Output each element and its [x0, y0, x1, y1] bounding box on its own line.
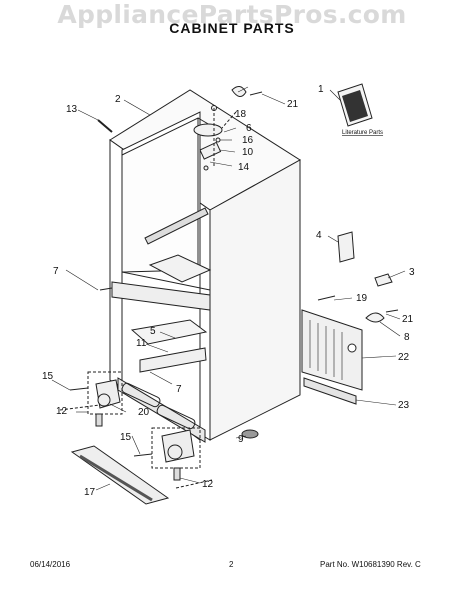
- rollers: [87, 371, 201, 469]
- callout-14: 14: [238, 162, 250, 173]
- callouts: 1 2 3 4 5 6 7 7 8 9 10 11 12 12 13 14 15…: [42, 84, 415, 498]
- callout-16: 16: [242, 135, 254, 146]
- cabinet: [109, 89, 301, 443]
- callout-23: 23: [398, 400, 410, 411]
- footer-date: 06/14/2016: [30, 560, 71, 569]
- callout-15a: 15: [42, 371, 54, 382]
- side-parts: [317, 231, 399, 323]
- callout-4: 4: [316, 230, 322, 241]
- screws: [59, 119, 259, 489]
- callout-21a: 21: [287, 99, 299, 110]
- callout-7a: 7: [53, 266, 59, 277]
- callout-11: 11: [136, 338, 147, 349]
- callout-15b: 15: [120, 432, 132, 443]
- callout-20: 20: [138, 407, 150, 418]
- machine-cover: [301, 309, 363, 405]
- callout-9: 9: [238, 434, 244, 445]
- footer-page: 2: [229, 560, 234, 569]
- callout-7b: 7: [176, 384, 182, 395]
- callout-21b: 21: [402, 314, 414, 325]
- callout-5: 5: [150, 326, 156, 337]
- callout-19: 19: [356, 293, 368, 304]
- toe-grille: [70, 445, 170, 505]
- watermark: AppliancePartsPros.com: [57, 0, 407, 29]
- callout-3: 3: [409, 267, 415, 278]
- leader-lines: [51, 86, 406, 491]
- footer-part-number: Part No. W10681390 Rev. C: [320, 560, 421, 569]
- callout-13: 13: [66, 104, 78, 115]
- callout-22: 22: [398, 352, 410, 363]
- callout-12b: 12: [202, 479, 214, 490]
- literature-label: Literature Parts: [342, 130, 383, 136]
- literature-parts: Literature Parts: [337, 83, 383, 136]
- callout-17: 17: [84, 487, 96, 498]
- callout-18: 18: [235, 109, 247, 120]
- callout-2: 2: [115, 94, 121, 105]
- page-title: CABINET PARTS: [169, 20, 295, 36]
- callout-6: 6: [246, 123, 252, 134]
- callout-12a: 12: [56, 406, 68, 417]
- callout-8: 8: [404, 332, 410, 343]
- callout-1: 1: [318, 84, 324, 95]
- callout-10: 10: [242, 147, 254, 158]
